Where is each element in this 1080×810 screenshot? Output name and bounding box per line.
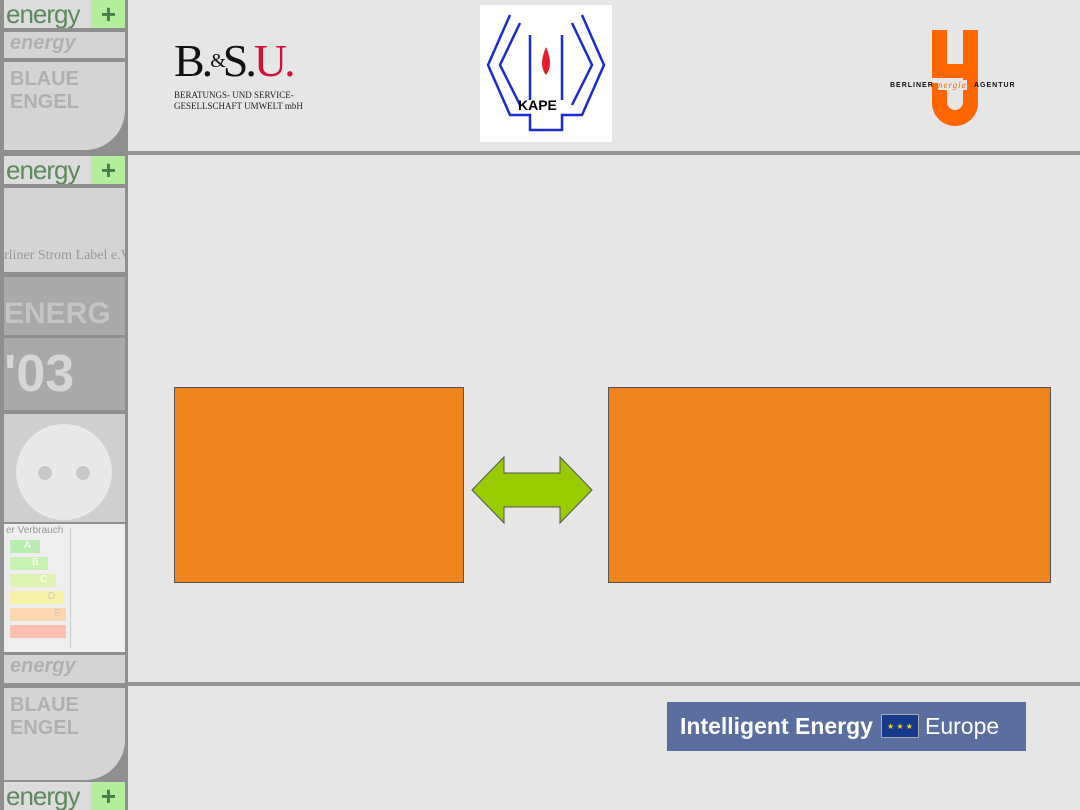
class-d: D [10,591,64,604]
energy-plus-label-3: energy + [4,782,125,810]
right-orange-box [608,387,1051,583]
kape-emblem-icon [486,14,606,132]
bea-right-text: AGENTUR [974,82,1016,89]
plus-icon: + [91,0,125,28]
blaue-engel-label: BLAUE ENGEL [4,62,125,150]
energy-plus-label: energy + [4,0,125,28]
eu-flag-icon: ★ ★ ★ [880,713,919,738]
double-arrow-icon [471,455,593,525]
class-e: E [10,608,66,621]
energy-label-text: energy [6,782,80,810]
year-label: '03 [4,338,125,410]
footer-divider [128,682,1080,686]
kape-name: KAPE [518,97,557,113]
plus-icon: + [91,782,125,810]
label-image-strip: energy + energy BLAUE ENGEL energy + rline… [0,0,128,810]
energy-label-text: energy [6,156,80,184]
bsu-s: S. [222,35,257,86]
energy-star-label-2: energy [4,655,125,683]
class-b: B [10,557,48,570]
plus-icon: + [91,156,125,184]
bsu-u: U. [253,35,296,86]
ev-text: e.V. [110,248,125,263]
intelligent-energy-europe-logo: Intelligent Energy ★ ★ ★Europe [667,702,1026,751]
class-c: C [10,574,56,587]
bea-middle-text: nergie [938,80,967,90]
bsu-b: B. [174,35,213,86]
blaue-engel-label-2: BLAUE ENGEL [4,688,125,780]
bsu-amp: & [210,50,225,72]
energie-label: ENERG [4,277,125,335]
socket-icon [4,414,125,522]
energy-star-label: energy [4,32,125,58]
class-a: A [10,540,40,553]
berliner-strom-label: rliner Strom Label e.V. [4,188,125,272]
iee-europe-text: Europe [924,713,1000,739]
bea-left-text: BERLINER [890,82,934,89]
bea-emblem-icon [932,30,978,126]
strom-label-text: rliner Strom Label [4,248,108,263]
iee-bold-text: Intelligent Energy [680,713,873,739]
bsu-line1: BERATUNGS- UND SERVICE- [174,90,294,100]
kape-logo: KAPE [480,5,612,142]
energy-plus-label-2: energy + [4,156,125,184]
header-divider [128,151,1080,155]
bsu-logo: B.&S.U. BERATUNGS- UND SERVICE- GESELLSC… [174,38,304,112]
left-orange-box [174,387,464,583]
berliner-energieagentur-logo: BERLINER nergie AGENTUR [890,30,1020,126]
energy-label-text: energy [6,0,80,28]
verbrauch-text: er Verbrauch [6,525,64,536]
energy-efficiency-label: er Verbrauch A B C D E [4,524,125,652]
bsu-line2: GESELLSCHAFT UMWELT mbH [174,101,303,111]
